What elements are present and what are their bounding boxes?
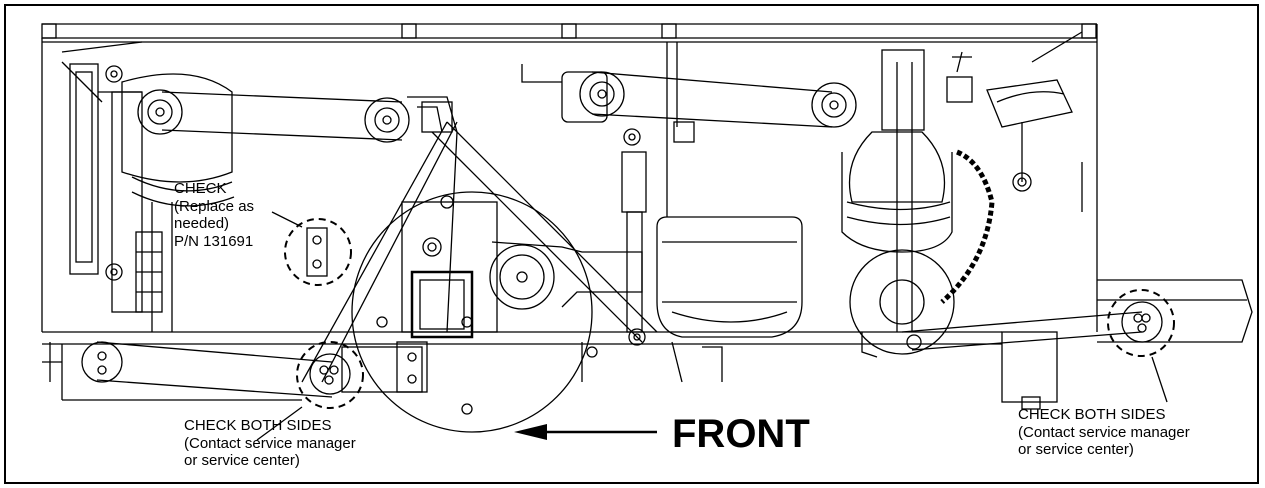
leader-lines (256, 211, 1168, 441)
brake-chamber (940, 31, 1083, 304)
shock-absorber (621, 128, 647, 346)
upper-control-arms (137, 64, 857, 143)
check-both-sides-left-label: CHECK BOTH SIDES (Contact service manage… (184, 417, 356, 470)
left-lower-arm (42, 341, 428, 398)
axle-assembly (351, 191, 643, 433)
left-air-spring (121, 73, 235, 332)
front-label: FRONT (672, 412, 810, 456)
front-arrow-icon (514, 424, 657, 440)
bottom-frame-rail (42, 331, 1002, 401)
center-hanger (301, 96, 658, 383)
diagram-frame: CHECK (Replace as needed) P/N 131691 CHE… (4, 4, 1259, 484)
left-hanger-bracket (61, 41, 163, 313)
suspension-drawing (41, 23, 1253, 441)
inspection-circles (284, 218, 1175, 409)
inspection-items (306, 227, 328, 277)
lower-hardware (376, 316, 723, 415)
right-lower-arm (901, 279, 1253, 410)
right-air-spring (841, 49, 955, 358)
check-both-sides-right-label: CHECK BOTH SIDES (Contact service manage… (1018, 406, 1190, 459)
center-air-bag (656, 42, 803, 338)
top-frame-rail (41, 23, 1098, 332)
check-replace-label: CHECK (Replace as needed) P/N 131691 (174, 180, 255, 251)
